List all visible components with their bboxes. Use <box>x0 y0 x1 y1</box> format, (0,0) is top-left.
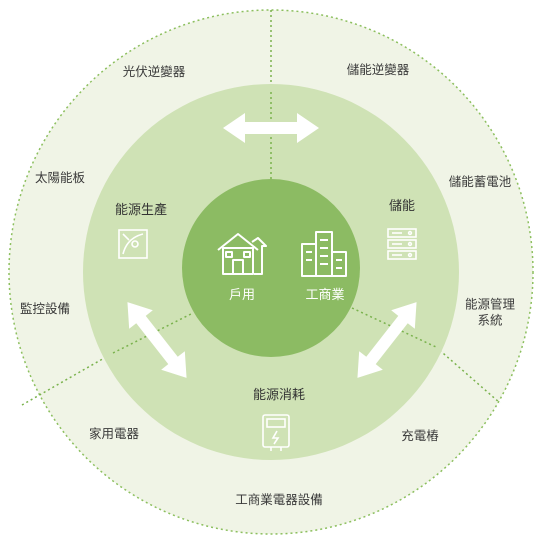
buildings-icon <box>301 231 347 277</box>
core-label-household: 戶用 <box>228 287 256 303</box>
middle-label-storage: 儲能 <box>388 198 416 214</box>
arrow-left <box>127 302 187 378</box>
server-rack-icon <box>387 228 417 260</box>
solar-panel-icon <box>118 229 148 259</box>
outer-label-storage-inverter: 儲能逆變器 <box>346 62 410 78</box>
outer-divider-right <box>435 346 501 404</box>
arrow-right <box>357 302 417 378</box>
core-label-commercial: 工商業 <box>305 287 345 303</box>
outer-label-pv-inverter: 光伏逆變器 <box>122 64 186 80</box>
outer-label-solar-panel: 太陽能板 <box>34 170 86 186</box>
middle-label-generation: 能源生產 <box>114 202 168 218</box>
middle-label-consumption: 能源消耗 <box>252 387 306 403</box>
house-icon <box>217 233 267 275</box>
outer-label-storage-battery: 儲能蓄電池 <box>448 174 512 190</box>
arrow-top <box>223 113 319 143</box>
core-circle <box>182 179 360 357</box>
outer-label-monitoring-equipment: 監控設備 <box>19 301 71 317</box>
outer-label-commercial-equipment: 工商業電器設備 <box>235 492 323 508</box>
outer-label-charging-pile: 充電樁 <box>401 428 439 444</box>
outer-label-energy-management: 能源管理系統 <box>464 296 515 327</box>
outer-label-home-appliances: 家用電器 <box>88 426 140 442</box>
meter-icon <box>262 414 290 451</box>
